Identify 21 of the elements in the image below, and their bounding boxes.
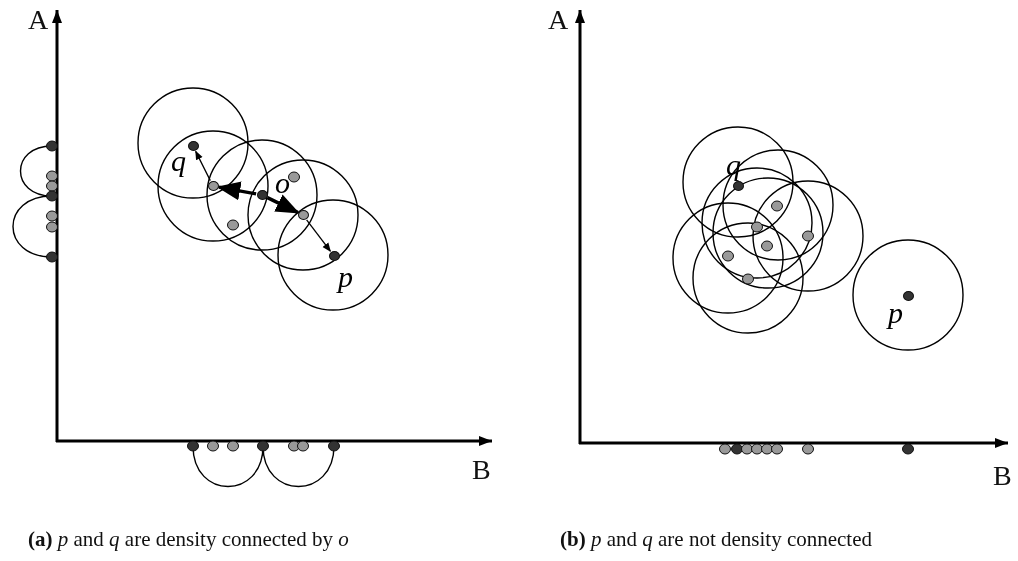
point-label: p bbox=[338, 262, 353, 292]
data-point bbox=[207, 181, 219, 191]
point-label: o bbox=[275, 168, 290, 198]
arrow bbox=[195, 150, 211, 182]
point-label: q bbox=[171, 146, 186, 176]
data-point bbox=[256, 190, 268, 200]
data-point bbox=[187, 141, 199, 151]
subfigure-caption: (a) p and q are density connected by o bbox=[28, 529, 349, 550]
arrow bbox=[216, 181, 257, 201]
point-label: p bbox=[888, 298, 903, 328]
axis-label: B bbox=[472, 456, 491, 484]
data-point bbox=[297, 210, 309, 220]
data-point bbox=[328, 251, 340, 261]
axis-label: A bbox=[28, 6, 49, 34]
axis-label: B bbox=[993, 462, 1012, 490]
data-point bbox=[732, 181, 744, 191]
axis-label: A bbox=[548, 6, 569, 34]
arrow bbox=[305, 219, 332, 252]
arrow bbox=[266, 194, 300, 214]
subfigure-caption: (b) p and q are not density connected bbox=[560, 529, 872, 550]
data-point bbox=[902, 291, 914, 301]
